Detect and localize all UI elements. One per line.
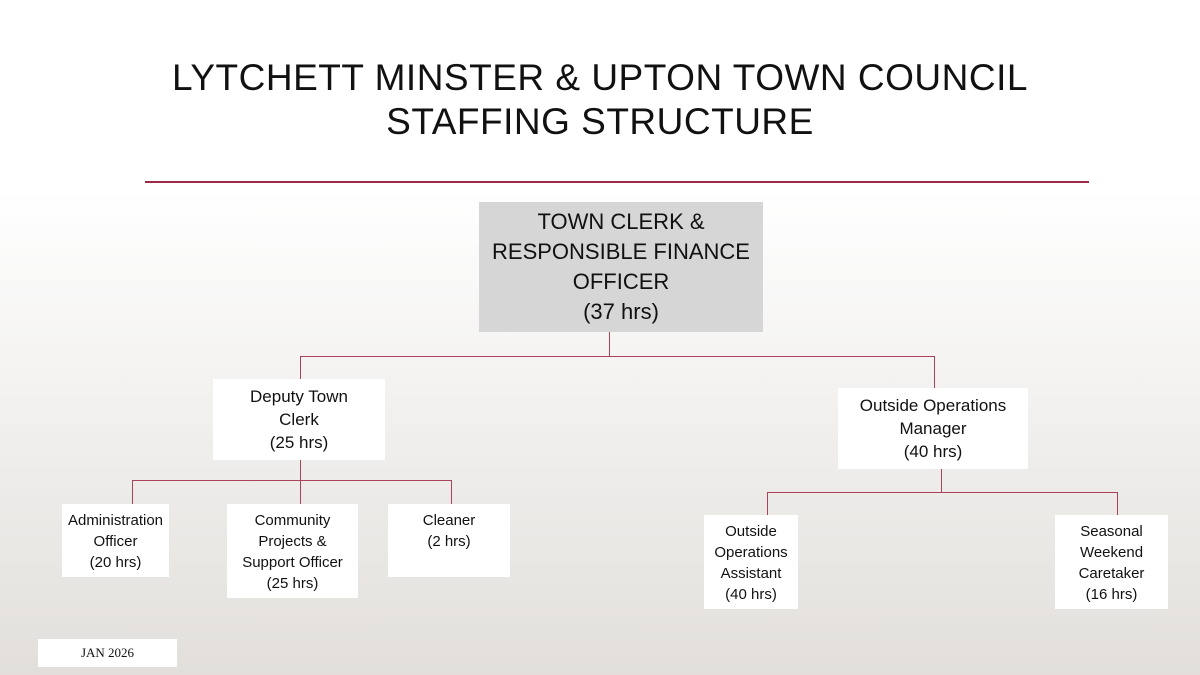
title-line-2: STAFFING STRUCTURE	[386, 101, 814, 142]
connector	[132, 480, 452, 481]
connector	[934, 356, 935, 388]
connector	[132, 480, 133, 504]
role-outside-operations-manager: Outside Operations Manager (40 hrs)	[838, 388, 1028, 469]
role-hours: (40 hrs)	[725, 586, 777, 603]
role-title: Manager	[899, 419, 967, 438]
date-label: JAN 2026	[38, 639, 177, 667]
connector	[300, 460, 301, 504]
role-seasonal-weekend-caretaker: Seasonal Weekend Caretaker (16 hrs)	[1055, 515, 1168, 609]
role-title: Administration	[67, 512, 164, 529]
role-title: Assistant	[720, 565, 782, 582]
role-hours: (20 hrs)	[89, 554, 142, 571]
role-hours: (40 hrs)	[903, 442, 963, 461]
role-title: Projects &	[258, 533, 327, 550]
title-divider	[145, 181, 1089, 183]
role-hours: (25 hrs)	[266, 575, 319, 592]
role-title: Support Officer	[242, 554, 343, 571]
role-hours: (2 hrs)	[427, 533, 471, 550]
connector	[767, 492, 768, 515]
role-title: Weekend	[1079, 544, 1144, 561]
connector	[609, 332, 610, 356]
role-administration-officer: Administration Officer (20 hrs)	[62, 504, 169, 577]
connector	[767, 492, 1118, 493]
role-cleaner: Cleaner (2 hrs)	[388, 504, 510, 577]
role-deputy-town-clerk: Deputy Town Clerk (25 hrs)	[213, 379, 385, 460]
role-title: Clerk	[279, 410, 319, 429]
role-outside-operations-assistant: Outside Operations Assistant (40 hrs)	[704, 515, 798, 609]
role-title: Cleaner	[422, 512, 476, 529]
role-title: RESPONSIBLE FINANCE	[492, 239, 750, 264]
role-hours: (37 hrs)	[583, 299, 659, 324]
role-title: Seasonal	[1080, 523, 1143, 540]
role-town-clerk: TOWN CLERK & RESPONSIBLE FINANCE OFFICER…	[479, 202, 763, 332]
role-title: TOWN CLERK &	[537, 209, 705, 234]
connector	[300, 356, 935, 357]
role-title: Community	[254, 512, 331, 529]
role-title: Officer	[93, 533, 138, 550]
role-title: OFFICER	[572, 269, 670, 294]
title-line-1: LYTCHETT MINSTER & UPTON TOWN COUNCIL	[172, 57, 1028, 98]
role-hours: (25 hrs)	[269, 433, 329, 452]
connector	[1117, 492, 1118, 515]
connector	[300, 356, 301, 379]
connector	[451, 480, 452, 504]
role-title: Outside Operations	[859, 396, 1007, 415]
role-title: Caretaker	[1078, 565, 1145, 582]
role-title: Operations	[714, 544, 788, 561]
role-community-projects-officer: Community Projects & Support Officer (25…	[227, 504, 358, 598]
role-title: Outside	[725, 523, 777, 540]
role-hours: (16 hrs)	[1085, 586, 1138, 603]
role-title: Deputy Town	[250, 387, 348, 406]
connector	[941, 469, 942, 492]
